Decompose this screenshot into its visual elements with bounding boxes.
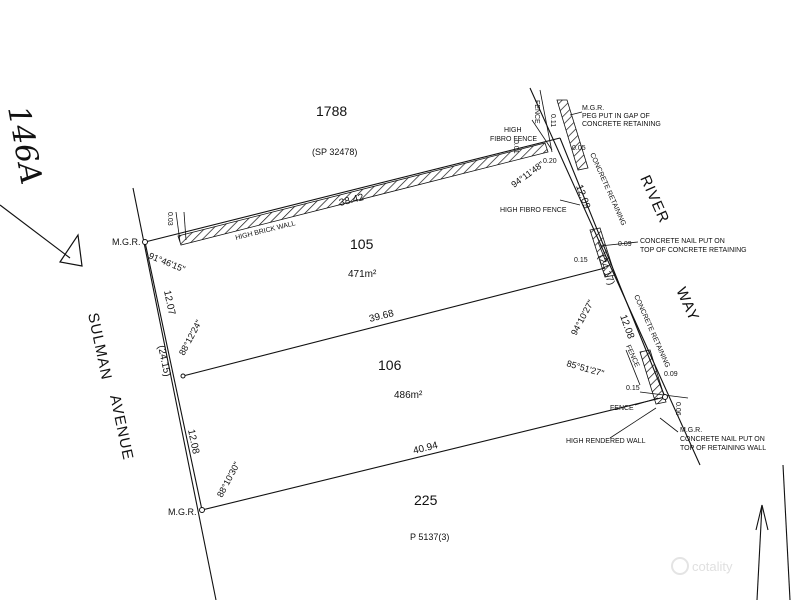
- offset-003: 0.03: [166, 212, 173, 226]
- north-arrow: [0, 204, 83, 267]
- angle-a5: 94°10'27": [569, 298, 596, 337]
- offset-015a: 0.15: [574, 257, 588, 264]
- high-rendered-wall-label: HIGH RENDERED WALL: [566, 438, 646, 445]
- angle-a3: 88°10'30": [215, 460, 242, 499]
- high-brick-wall: [177, 142, 549, 246]
- offset-011: 0.11: [549, 114, 556, 127]
- lot-1788-number: 1788: [316, 103, 347, 119]
- lot-106-number: 106: [378, 357, 402, 373]
- mgr-mark-top-left: [142, 239, 148, 245]
- lot-105-area: 471m²: [348, 269, 377, 280]
- peg-note-line1: PEG PUT IN GAP OF: [582, 113, 650, 120]
- lot-225-plan: P 5137(3): [410, 532, 449, 542]
- sulman-avenue-boundary: [132, 187, 217, 600]
- nail-note-1-line2: TOP OF CONCRETE RETAINING: [640, 247, 747, 254]
- lot-1788-plan: (SP 32478): [312, 147, 357, 157]
- fence-top-label: FENCE: [533, 100, 540, 124]
- offset-006: 0.06: [674, 402, 681, 416]
- high-fibro-fence-label: HIGH FIBRO FENCE: [500, 207, 567, 214]
- mark-left-middle: [180, 373, 186, 379]
- street-river: RIVER: [636, 173, 672, 226]
- boundary-bottom: [201, 396, 666, 511]
- peg-note-line2: CONCRETE RETAINING: [582, 121, 661, 128]
- angle-a2: 88°12'24": [177, 318, 204, 357]
- offset-001: 0.01: [512, 140, 519, 154]
- lot-106-area: 486m²: [394, 390, 423, 401]
- dim-left-lower: 12.08: [185, 428, 201, 455]
- lot-225-number: 225: [414, 492, 438, 508]
- mgr-bottom-left: M.G.R.: [168, 507, 197, 517]
- boundary-left: [144, 241, 203, 511]
- watermark-icon: [671, 557, 689, 575]
- mgr-mark-bottom-left: [199, 507, 205, 513]
- river-way-boundary: [529, 87, 701, 466]
- mgr-top-left: M.G.R.: [112, 237, 141, 247]
- high-fibro-line2: FIBRO FENCE: [490, 136, 537, 143]
- watermark-text: cotality: [692, 559, 733, 574]
- angle-a4: 94°11'48": [509, 159, 546, 189]
- dim-left-upper: 12.07: [161, 289, 177, 316]
- offset-009a: 0.09: [618, 241, 632, 248]
- nail-note-2-line1: CONCRETE NAIL PUT ON: [680, 436, 765, 443]
- retaining-wall-upper: [556, 99, 589, 171]
- dim-right-upper: 12.09: [573, 183, 592, 211]
- street-sulman: SULMAN: [84, 311, 115, 382]
- dim-left-total: (24.15): [155, 344, 172, 377]
- offset-020: 0.20: [543, 158, 557, 165]
- street-avenue: AVENUE: [106, 393, 136, 462]
- offset-005: 0.05: [572, 145, 586, 152]
- mgr-top-right: M.G.R.: [582, 105, 604, 112]
- nail-note-1-line1: CONCRETE NAIL PUT ON: [640, 238, 725, 245]
- mgr-bottom-right: M.G.R.: [680, 427, 702, 434]
- retaining-wall-lower: [639, 349, 667, 405]
- lot-105-number: 105: [350, 236, 374, 252]
- angle-a6: 85°51'27": [565, 358, 605, 378]
- offset-015b: 0.15: [626, 385, 640, 392]
- boundary-top: [144, 137, 561, 243]
- offset-009b: 0.09: [664, 371, 678, 378]
- fence-low-label: FENCE: [610, 405, 634, 412]
- nail-note-2-line2: TOP OF RETAINING WALL: [680, 445, 766, 452]
- dim-bottom-boundary: 40.94: [412, 440, 439, 457]
- handwritten-note: 146A: [0, 103, 48, 187]
- street-way: WAY: [672, 285, 702, 324]
- angle-a1: 91°46'15": [147, 251, 186, 275]
- boundary-middle: [182, 267, 606, 377]
- high-fibro-line1: HIGH: [504, 127, 522, 134]
- mgr-mark-right: [662, 394, 668, 400]
- concrete-retaining-upper: CONCRETE RETAINING: [588, 152, 626, 227]
